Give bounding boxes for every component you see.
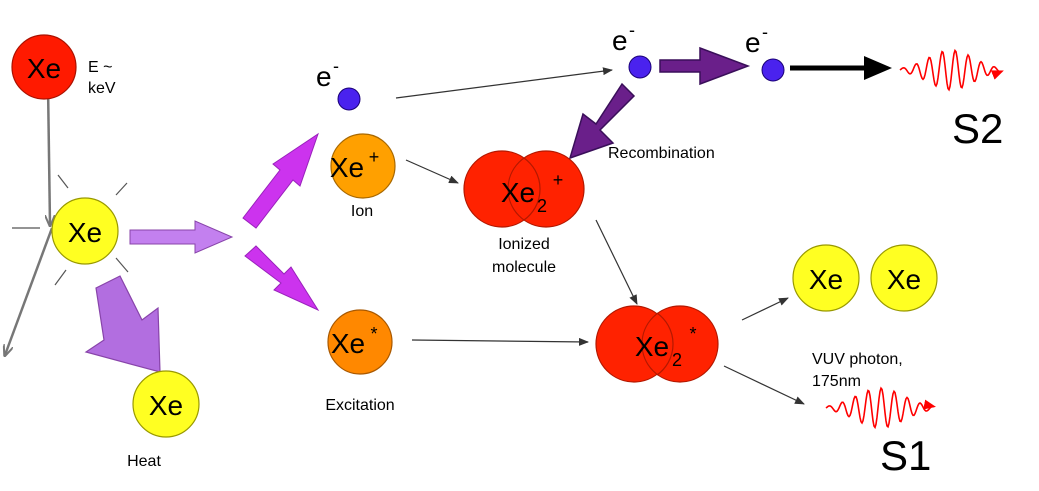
ion-to-molecule-arrow — [405, 159, 459, 184]
ion-label: Ion — [351, 203, 373, 220]
heat-label: Heat — [127, 453, 161, 470]
ground-xe-atom-right — [870, 244, 938, 312]
excited-xe-atom — [327, 309, 393, 375]
vuv-photon-label-line1: VUV photon, — [812, 351, 903, 368]
excitation-label: Excitation — [325, 397, 394, 414]
incoming-xe-symbol: Xe — [27, 53, 61, 84]
ion-xe-symbol: Xe — [330, 152, 364, 183]
ion-electron — [337, 87, 361, 111]
ion-electron-symbol: e — [316, 61, 332, 92]
excimer-xe-symbol: Xe — [635, 331, 669, 362]
vuv-photon-label-line2: 175nm — [812, 373, 861, 390]
molion-superscript: + — [553, 170, 564, 190]
impact-rays — [12, 174, 129, 286]
splitter-arrow — [129, 220, 234, 254]
incoming-xe-atom — [11, 34, 77, 100]
heat-xe-atom — [132, 370, 200, 438]
s2-arrow-head — [864, 56, 892, 80]
recombination-label: Recombination — [608, 145, 715, 162]
s1-photon-wave — [825, 386, 936, 430]
electron-transport-arrow — [659, 46, 751, 86]
electron-drift-arrow — [395, 67, 613, 99]
s2-photon-wave — [899, 48, 1004, 92]
molion-xe-symbol: Xe — [501, 177, 535, 208]
excited-xe-symbol: Xe — [331, 328, 365, 359]
ionization-arrow — [242, 132, 319, 229]
ion-xe-atom — [330, 133, 396, 199]
s1-label: S1 — [880, 432, 931, 479]
excitation-to-excimer-arrow — [411, 337, 589, 346]
heat-xe-symbol: Xe — [149, 390, 183, 421]
drifting-electron — [628, 55, 652, 79]
excimer-superscript: * — [689, 324, 696, 344]
ionized-molecule — [463, 150, 585, 228]
recombination-arrow — [568, 82, 636, 160]
energy-label-line1: E ~ — [88, 59, 112, 76]
drifting-electron-symbol: e — [612, 25, 628, 56]
extracted-electron — [761, 58, 785, 82]
ion-charge-superscript: + — [369, 147, 380, 167]
ground-xe-symbol-right: Xe — [887, 264, 921, 295]
excimer-subscript: 2 — [672, 350, 682, 370]
s2-label: S2 — [952, 105, 1003, 152]
extracted-electron-charge: - — [762, 22, 768, 42]
ground-xe-atom-left — [792, 244, 860, 312]
excimer-to-ground-arrow — [741, 297, 789, 321]
molion-subscript: 2 — [537, 196, 547, 216]
scattered-track — [5, 227, 54, 355]
excimer-molecule — [595, 305, 719, 383]
central-xe-atom — [51, 197, 119, 265]
ionized-molecule-label-line2: molecule — [492, 259, 556, 276]
incoming-track — [48, 84, 50, 225]
energy-label-line2: keV — [88, 80, 116, 97]
molecule-to-excimer-arrow — [595, 219, 638, 305]
central-xe-symbol: Xe — [68, 217, 102, 248]
excimer-to-photon-arrow — [723, 365, 805, 405]
drifting-electron-charge: - — [629, 20, 635, 40]
ground-xe-symbol-left: Xe — [809, 264, 843, 295]
heat-arrow — [84, 275, 161, 373]
excited-star-superscript: * — [370, 324, 377, 344]
excitation-arrow — [244, 245, 320, 312]
ionized-molecule-label-line1: Ionized — [498, 236, 550, 253]
ion-electron-charge: - — [333, 56, 339, 76]
extracted-electron-symbol: e — [745, 27, 761, 58]
